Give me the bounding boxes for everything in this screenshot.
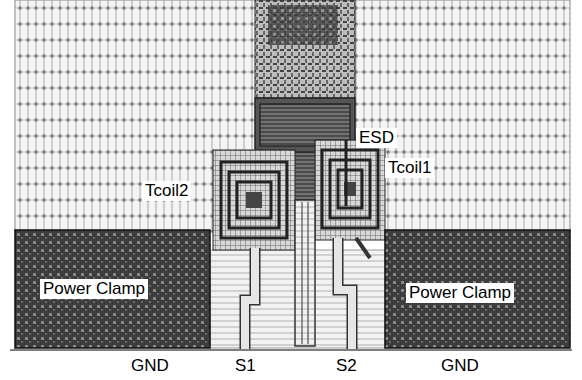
part-label: S1 bbox=[232, 356, 259, 376]
part-label: GND bbox=[438, 356, 482, 376]
part-label: ESD bbox=[356, 128, 397, 148]
part-label: Power Clamp bbox=[40, 279, 148, 299]
part-label: S2 bbox=[333, 356, 360, 376]
part-label: Tcoil1 bbox=[385, 158, 434, 178]
part-label: Tcoil2 bbox=[142, 181, 191, 201]
part-label: GND bbox=[128, 356, 172, 376]
part-label: Power Clamp bbox=[406, 283, 514, 303]
